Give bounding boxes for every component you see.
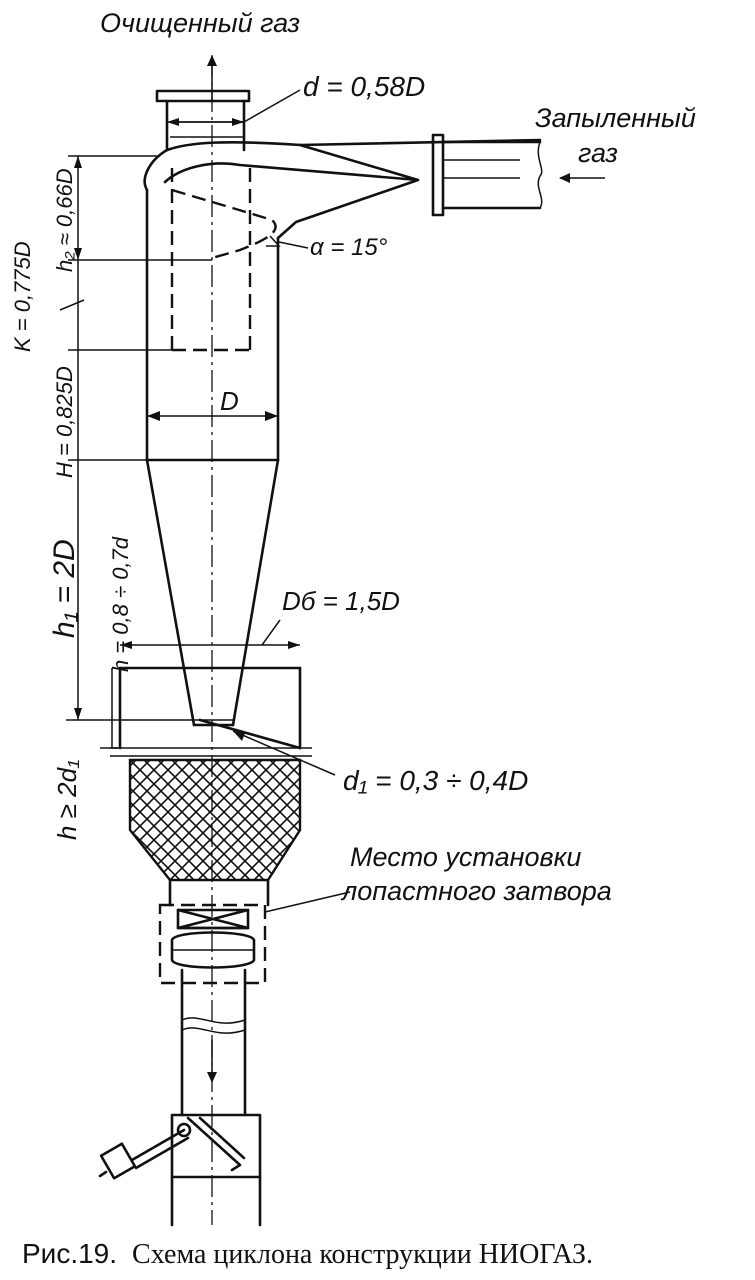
label-valve-1: Место установки	[350, 842, 581, 872]
caption-prefix: Рис.19.	[22, 1238, 117, 1269]
dim-d-outlet	[167, 89, 301, 126]
label-d-bunker: Dб = 1,5D	[282, 586, 400, 616]
label-d-outlet: d = 0,58D	[303, 71, 425, 102]
hopper-bunker	[110, 666, 312, 757]
cyclone-cylinder	[145, 188, 280, 462]
figure-caption: Рис.19. Схема циклона конструкции НИОГАЗ…	[22, 1238, 593, 1270]
label-diameter: D	[220, 386, 239, 416]
label-alpha: α = 15°	[310, 234, 388, 261]
dim-diameter	[147, 411, 278, 421]
rotary-valve	[158, 878, 270, 985]
dim-left-scale	[59, 155, 212, 749]
discharge-pipe	[170, 968, 262, 1227]
flap-lever	[98, 1122, 192, 1180]
label-clean-gas: Очищенный газ	[100, 8, 300, 38]
dust-fill	[128, 758, 302, 882]
dim-d-bunker	[120, 619, 300, 649]
label-dusty-gas-2: газ	[578, 138, 618, 168]
label-valve-2: лопастного затвора	[340, 876, 612, 906]
label-h2: h₂ ≈ 0,66D	[52, 168, 77, 272]
inlet-pipe	[431, 133, 543, 217]
label-h1: h₁ = 2D	[48, 539, 81, 638]
inner-exhaust-tube	[170, 168, 252, 352]
caption-text: Схема циклона конструкции НИОГАЗ.	[132, 1239, 593, 1270]
label-h-gap: h = 0,8 ÷ 0,7d	[108, 536, 133, 672]
label-h-cyl: H = 0,825D	[52, 366, 77, 478]
label-dusty-gas-1: Запыленный	[535, 103, 696, 133]
label-k: K = 0,775D	[10, 241, 35, 352]
spiral-inlet	[143, 138, 542, 260]
label-h-min: h ≥ 2d₁	[52, 760, 82, 840]
label-d1: d₁ = 0,3 ÷ 0,4D	[343, 765, 528, 796]
